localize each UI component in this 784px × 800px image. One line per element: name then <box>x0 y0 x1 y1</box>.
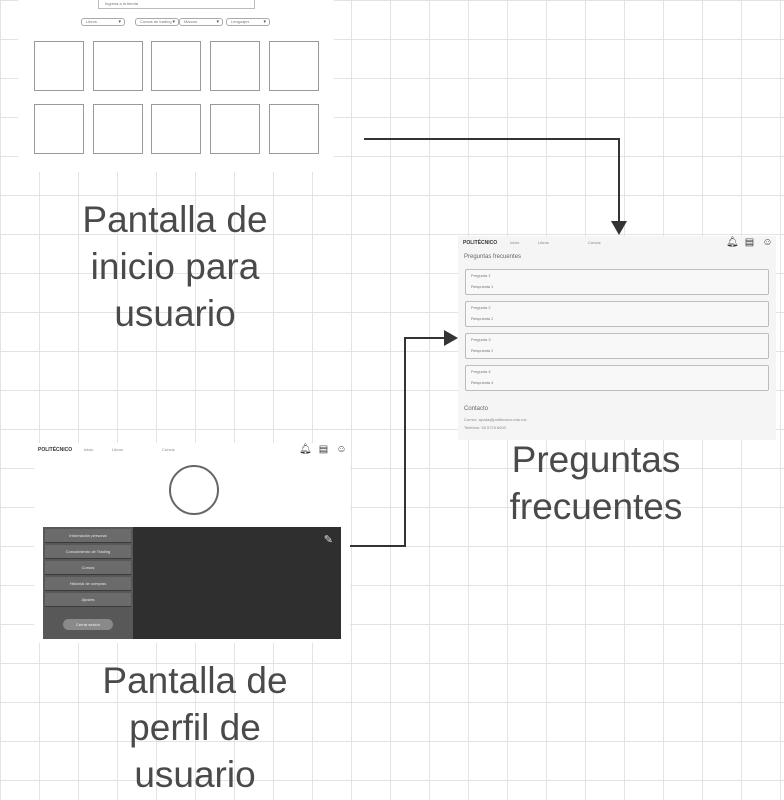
faq-navbar: POLITÉCNICO Inicio Libros Cursos 🔔︎ ▤ ☺ <box>458 236 776 250</box>
bell-icon[interactable]: 🔔︎ <box>299 444 312 455</box>
message-icon[interactable]: ▤ <box>744 237 755 248</box>
filter-dropdown[interactable]: Lenguajes▾ <box>226 18 270 26</box>
faq-answer: Respuesta 1 <box>471 284 494 289</box>
menu-item-settings[interactable]: Ajustes <box>45 593 131 607</box>
brand-logo: POLITÉCNICO <box>463 240 498 246</box>
chevron-down-icon: ▾ <box>263 19 266 25</box>
edit-pencil-icon[interactable]: ✎ <box>323 534 333 546</box>
brand-logo: POLITÉCNICO <box>38 447 73 453</box>
faq-item[interactable]: Pregunta 3 Respuesta 3 <box>465 333 769 359</box>
faq-item[interactable]: Pregunta 2 Respuesta 2 <box>465 301 769 327</box>
faq-question: Pregunta 2 <box>471 305 491 310</box>
nav-link[interactable]: Inicio <box>510 240 520 245</box>
chevron-down-icon: ▾ <box>216 19 219 25</box>
menu-item-personal-info[interactable]: Información personal <box>45 529 131 543</box>
filter-dropdown[interactable]: Marcos▾ <box>179 18 223 26</box>
home-screen-mockup: Ingresa a la tienda Libros▾ Cursos de tr… <box>18 0 334 172</box>
profile-content-area: Información personal Conocimiento de Tra… <box>43 527 341 639</box>
profile-screen-mockup: POLITÉCNICO Inicio Libros Cursos 🔔︎ ▤ ☺ … <box>34 443 350 643</box>
search-input[interactable]: Ingresa a la tienda <box>98 0 255 9</box>
faq-question: Pregunta 1 <box>471 273 491 278</box>
menu-item-courses[interactable]: Cursos <box>45 561 131 575</box>
faq-question: Pregunta 3 <box>471 337 491 342</box>
logout-button[interactable]: Cerrar sesión <box>63 619 113 630</box>
product-tile[interactable] <box>93 41 143 91</box>
chevron-down-icon: ▾ <box>118 19 121 25</box>
faq-answer: Respuesta 2 <box>471 316 494 321</box>
product-tile[interactable] <box>93 104 143 154</box>
faq-item[interactable]: Pregunta 1 Respuesta 1 <box>465 269 769 295</box>
faq-item[interactable]: Pregunta 4 Respuesta 4 <box>465 365 769 391</box>
message-icon[interactable]: ▤ <box>318 444 329 455</box>
user-icon[interactable]: ☺ <box>762 237 773 248</box>
contact-title: Contacto <box>464 406 489 412</box>
menu-item-trading-knowledge[interactable]: Conocimiento de Trading <box>45 545 131 559</box>
product-tile[interactable] <box>269 41 319 91</box>
product-tile[interactable] <box>151 104 201 154</box>
nav-link[interactable]: Cursos <box>162 447 175 452</box>
nav-link[interactable]: Libros <box>538 240 549 245</box>
filter-dropdown[interactable]: Cursos de trading▾ <box>135 18 179 26</box>
nav-link[interactable]: Inicio <box>84 447 94 452</box>
contact-phone: Teléfono: 55 5729 6000 <box>464 425 506 430</box>
faq-answer: Respuesta 3 <box>471 348 494 353</box>
faq-screen-mockup: POLITÉCNICO Inicio Libros Cursos 🔔︎ ▤ ☺ … <box>458 236 776 440</box>
bell-icon[interactable]: 🔔︎ <box>726 237 739 248</box>
home-screen-label: Pantalla de inicio para usuario <box>82 199 268 334</box>
faq-title: Preguntas frecuentes <box>464 254 522 260</box>
faq-answer: Respuesta 4 <box>471 380 494 385</box>
product-tile[interactable] <box>210 41 260 91</box>
user-icon[interactable]: ☺ <box>336 444 347 455</box>
product-tile[interactable] <box>269 104 319 154</box>
profile-screen-label: Pantalla de perfil de usuario <box>102 660 288 795</box>
product-tile[interactable] <box>34 104 84 154</box>
faq-question: Pregunta 4 <box>471 369 491 374</box>
menu-item-purchase-history[interactable]: Historial de compras <box>45 577 131 591</box>
profile-to-faq-arrow <box>350 330 458 547</box>
nav-link[interactable]: Libros <box>112 447 123 452</box>
nav-link[interactable]: Cursos <box>588 240 601 245</box>
profile-sidebar-menu: Información personal Conocimiento de Tra… <box>43 527 133 639</box>
home-to-faq-arrow <box>364 138 627 235</box>
profile-navbar: POLITÉCNICO Inicio Libros Cursos 🔔︎ ▤ ☺ <box>34 443 350 457</box>
product-tile[interactable] <box>151 41 201 91</box>
product-tile[interactable] <box>210 104 260 154</box>
faq-screen-label: Preguntas frecuentes <box>509 439 683 527</box>
product-tile[interactable] <box>34 41 84 91</box>
filter-dropdown[interactable]: Libros▾ <box>81 18 125 26</box>
search-placeholder: Ingresa a la tienda <box>105 1 138 6</box>
chevron-down-icon: ▾ <box>172 19 175 25</box>
avatar[interactable] <box>169 465 219 515</box>
contact-email: Correo: ayuda@politecnico.edu.mx <box>464 417 527 422</box>
